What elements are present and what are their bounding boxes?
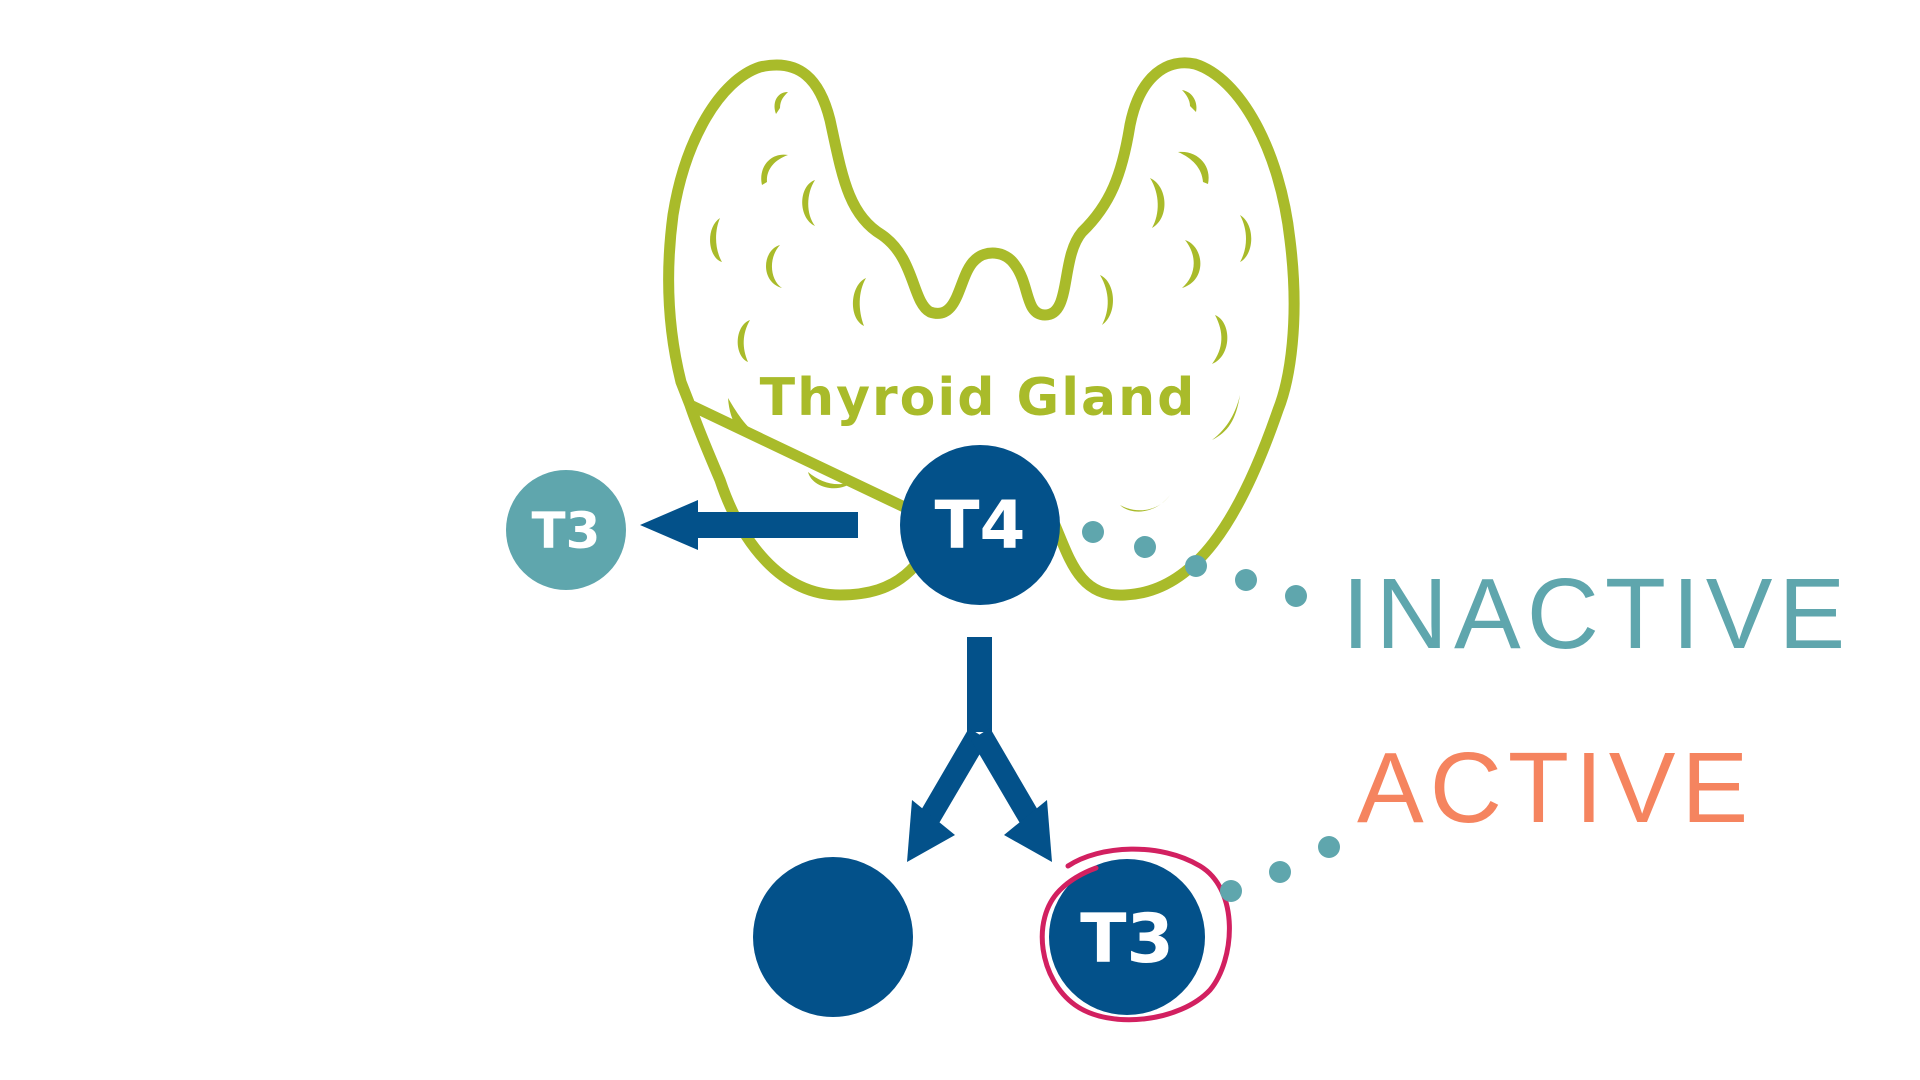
follicle-mark (1240, 215, 1251, 262)
t3-inactive-node: T3 (506, 470, 626, 590)
branch-stem (967, 637, 992, 732)
follicle-mark (761, 155, 788, 185)
follicle-mark (1178, 152, 1209, 184)
follicle-mark (775, 92, 789, 114)
follicle-mark (710, 218, 722, 262)
dotted-connector-active (1220, 836, 1340, 902)
unlabeled-node (753, 857, 913, 1017)
unlabeled-circle (753, 857, 913, 1017)
inactive-label: INACTIVE (1342, 558, 1851, 670)
follicle-mark (766, 245, 782, 288)
connector-dot (1082, 521, 1104, 543)
thyroid-gland-label: Thyroid Gland (760, 368, 1197, 428)
follicle-mark (1100, 275, 1113, 325)
follicle-mark (853, 278, 866, 326)
connector-dot (1235, 569, 1257, 591)
connector-dot (1220, 880, 1242, 902)
arrow-shaft (690, 512, 858, 538)
t3-inactive-label: T3 (532, 502, 601, 560)
follicle-mark (802, 180, 815, 226)
follicle-mark (1182, 240, 1200, 288)
t3-active-label: T3 (1080, 900, 1174, 979)
connector-dot (1269, 861, 1291, 883)
follicle-mark (1212, 315, 1227, 364)
branch-right-limb (971, 728, 1039, 825)
follicle-mark (1212, 395, 1240, 440)
connector-dot (1134, 536, 1156, 558)
follicle-mark (1150, 178, 1165, 228)
t3-active-node: T3 (1042, 849, 1229, 1020)
arrowhead-left (640, 500, 698, 550)
follicle-mark (1120, 495, 1170, 512)
connector-dot (1318, 836, 1340, 858)
connector-dot (1185, 555, 1207, 577)
follicle-mark (738, 320, 750, 362)
t4-label: T4 (935, 487, 1026, 564)
follicle-mark (1182, 90, 1196, 112)
active-label: ACTIVE (1357, 732, 1754, 844)
connector-dot (1285, 585, 1307, 607)
arrow-t4-branch (907, 637, 1052, 862)
t4-node: T4 (900, 445, 1060, 605)
